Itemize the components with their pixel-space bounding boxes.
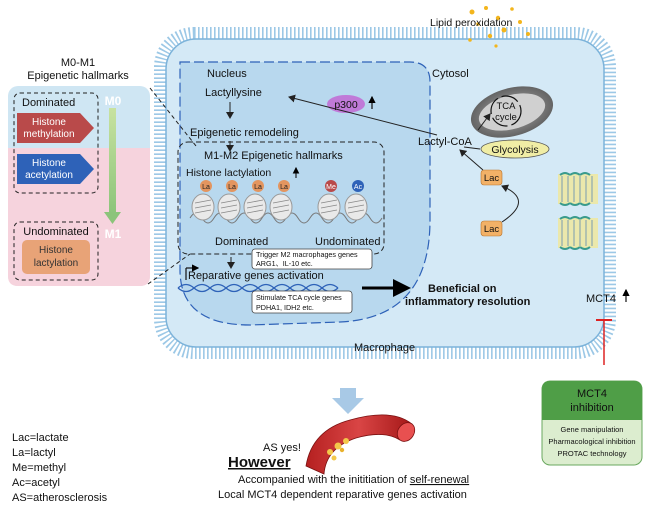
lactyllysine-label: Lactyllysine (205, 87, 262, 99)
inhibition-item-1: Gene manipulation (561, 425, 624, 434)
histone-acetylation-line1: Histone (32, 158, 66, 169)
lac-top (480, 169, 503, 186)
artery-illustration (305, 414, 416, 475)
dominated-nucleosome-label: Dominated (215, 236, 268, 248)
left-title-line1: M0-M1 (61, 57, 95, 69)
arrow-lac-transport (501, 184, 519, 223)
inhibition-title-line2: inhibition (570, 402, 613, 414)
la-badge-3: La (254, 184, 262, 191)
m0-label: M0 (105, 94, 122, 108)
histone-methylation-line1: Histone (32, 117, 66, 128)
trigger-line2: ARG1、IL-10 etc. (256, 259, 313, 268)
ac-badge: Ac (354, 184, 363, 191)
la-badge-1: La (202, 184, 210, 191)
legend: Lac=lactate La=lactyl Me=methyl Ac=acety… (12, 432, 108, 504)
legend-lac: Lac=lactate (12, 432, 69, 444)
trigger-box (251, 248, 373, 270)
arrow-lac-to-lactylcoa (459, 149, 484, 171)
self-renewal-text: self-renewal (410, 474, 469, 486)
epigenetic-remodeling-label: Epigenetic remodeling (190, 127, 299, 139)
stimulate-line1: Stimulate TCA cycle genes (256, 293, 342, 302)
undominated-box (13, 221, 99, 281)
undominated-label: Undominated (23, 226, 88, 238)
nucleosomes-undominated: Me Ac (317, 180, 368, 221)
legend-me: Me=methyl (12, 462, 66, 474)
mitochondrion: TCA cycle (470, 86, 554, 138)
la-badges: La La La La (200, 180, 290, 192)
down-arrow-blue (332, 388, 364, 414)
undominated-nucleosome-label: Undominated (315, 236, 380, 248)
accompanied-prefix: Accompanied with the inititiation of (238, 474, 410, 486)
lac-top-label: Lac (484, 173, 500, 184)
lac-bottom (480, 220, 503, 237)
trigger-line1: Trigger M2 macrophages genes (256, 250, 358, 259)
legend-la: La=lactyl (12, 447, 56, 459)
m1-label: M1 (105, 227, 122, 241)
connector-top (149, 87, 197, 147)
legend-ac: Ac=acetyl (12, 477, 60, 489)
arrow-lactylcoa-to-lactyllysine (288, 94, 438, 136)
stimulate-line2: PDHA1, IDH2 etc. (256, 303, 314, 312)
inhibition-item-2: Pharmacological inhibition (548, 437, 635, 446)
local-mct4-line: Local MCT4 dependent reparative genes ac… (218, 489, 467, 501)
histone-lactylation-line2: lactylation (34, 258, 78, 269)
tca-cycle-ring (490, 95, 522, 127)
left-title-line2: Epigenetic hallmarks (27, 70, 129, 82)
however-label: However (228, 454, 291, 471)
as-yes-label: AS yes! (263, 442, 301, 454)
accompanied-line: Accompanied with the inititiation of sel… (238, 474, 469, 486)
m1m2-title: M1-M2 Epigenetic hallmarks (204, 150, 343, 162)
lipid-peroxidation-label: Lipid peroxidation (430, 17, 512, 29)
glycolysis-box (480, 139, 550, 159)
lipid-droplets (468, 6, 530, 48)
histone-lactylation-line1: Histone (39, 245, 73, 256)
macrophage-label: Macrophage (354, 342, 415, 354)
histone-acetylation-arrow (17, 154, 94, 184)
inhibition-item-3: PROTAC technology (557, 449, 626, 458)
cytosol-label: Cytosol (432, 68, 469, 80)
tca-label-line2: cycle (495, 112, 517, 123)
left-panel: M0-M1 Epigenetic hallmarks M0 M1 Dominat… (8, 57, 150, 286)
mct4-label: MCT4 (586, 293, 616, 305)
la-badge-2: La (228, 184, 236, 191)
histone-methylation-arrow (17, 113, 94, 143)
cell-membrane-outer (154, 27, 616, 359)
stimulate-box (251, 290, 353, 314)
histone-lactylation-box (22, 240, 90, 274)
p300-label: p300 (334, 99, 358, 111)
reparative-label: Reparative genes activation (188, 270, 324, 282)
beneficial-line2: inflammatory resolution (405, 296, 531, 308)
dominated-label: Dominated (22, 97, 75, 109)
dominated-box (13, 92, 99, 194)
nucleosomes-dominated (189, 193, 383, 224)
legend-as: AS=atherosclerosis (12, 492, 108, 504)
la-badge-4: La (280, 184, 288, 191)
inhibition-title-line1: MCT4 (577, 388, 607, 400)
histone-methylation-line2: methylation (23, 129, 74, 140)
glycolysis-connector (463, 146, 481, 150)
p300-blob (327, 95, 365, 113)
mct4-transporters (558, 172, 598, 250)
lactyl-coa-label: Lactyl-CoA (418, 136, 472, 148)
histone-lactylation-label: Histone lactylation (186, 167, 271, 179)
me-badge: Me (326, 184, 336, 191)
glycolysis-label: Glycolysis (491, 144, 538, 156)
histone-acetylation-line2: acetylation (25, 170, 73, 181)
m0-m1-arrow (109, 108, 116, 214)
arrow-to-tca (477, 113, 491, 131)
connector-bottom (147, 253, 191, 285)
nucleus-label: Nucleus (207, 68, 247, 80)
tca-label-line1: TCA (497, 101, 517, 112)
inhibition-header (542, 381, 642, 420)
beneficial-line1: Beneficial on (428, 283, 497, 295)
lac-bottom-label: Lac (484, 224, 500, 235)
